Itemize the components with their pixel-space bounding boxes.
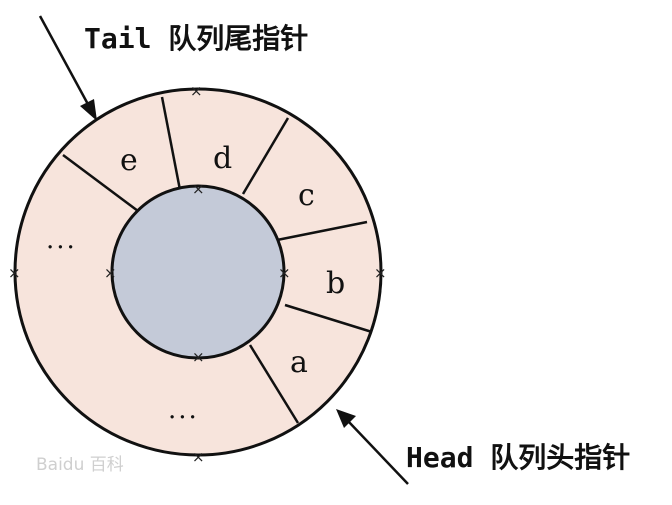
queue-hub	[110, 184, 286, 360]
divider-line	[248, 344, 300, 424]
head-pointer-label: Head 队列头指针	[406, 441, 630, 474]
boundary-mark: ×	[192, 180, 205, 198]
boundary-mark: ×	[8, 264, 21, 282]
ellipsis-left: ...	[46, 225, 77, 255]
segment-dividers	[62, 96, 373, 424]
head-arrow-shaft	[347, 420, 409, 485]
boundary-marks: × × × × × × × ×	[8, 82, 387, 466]
segment-label-c: c	[298, 178, 315, 213]
segment-label-a: a	[290, 345, 308, 380]
head-pointer: Head 队列头指针	[336, 409, 630, 485]
divider-line	[62, 153, 139, 213]
tail-pointer-label: Tail 队列尾指针	[84, 22, 308, 55]
head-arrow-head	[336, 409, 356, 428]
ellipsis-bottom: ...	[168, 395, 199, 425]
boundary-mark: ×	[104, 264, 117, 282]
watermark-logo: Baidu 百科	[36, 455, 124, 475]
segment-label-d: d	[213, 141, 232, 176]
divider-line	[276, 220, 368, 242]
boundary-mark: ×	[190, 82, 203, 100]
divider-line	[241, 117, 290, 195]
tail-arrow-shaft	[38, 15, 92, 109]
tail-arrow-head	[80, 99, 97, 121]
divider-line	[160, 96, 182, 191]
divider-line	[284, 303, 373, 334]
boundary-mark: ×	[192, 448, 205, 466]
boundary-mark: ×	[374, 264, 387, 282]
boundary-mark: ×	[278, 264, 291, 282]
segment-label-b: b	[326, 266, 345, 301]
segment-label-e: e	[120, 143, 138, 178]
tail-pointer: Tail 队列尾指针	[38, 15, 308, 121]
boundary-mark: ×	[192, 348, 205, 366]
